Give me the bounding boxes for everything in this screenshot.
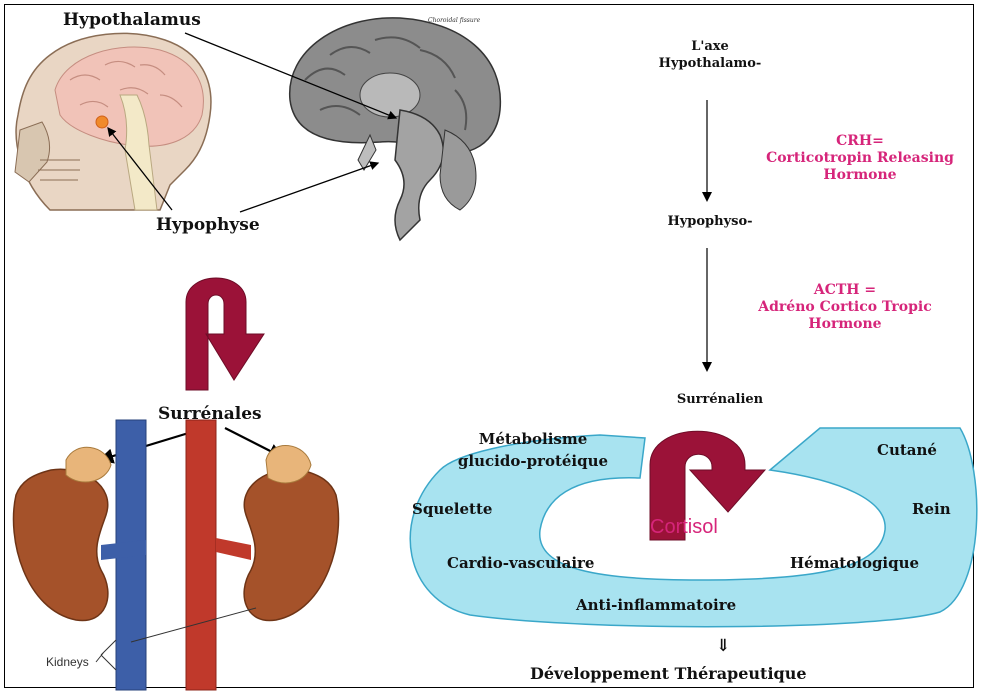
- down-double-arrow-icon: ⇓: [716, 636, 730, 656]
- target-rein: Rein: [912, 500, 951, 518]
- cortisol-center-label: Cortisol: [650, 516, 718, 539]
- target-hematologique: Hématologique: [790, 554, 919, 572]
- target-metabolisme: Métabolisme glucido-protéique: [428, 428, 638, 472]
- target-cutane: Cutané: [877, 441, 937, 459]
- footer-developpement: Développement Thérapeutique: [530, 664, 807, 683]
- target-squelette: Squelette: [412, 500, 492, 518]
- target-cardio-vasculaire: Cardio-vasculaire: [447, 554, 594, 572]
- target-anti-inflammatoire: Anti-inflammatoire: [576, 596, 736, 614]
